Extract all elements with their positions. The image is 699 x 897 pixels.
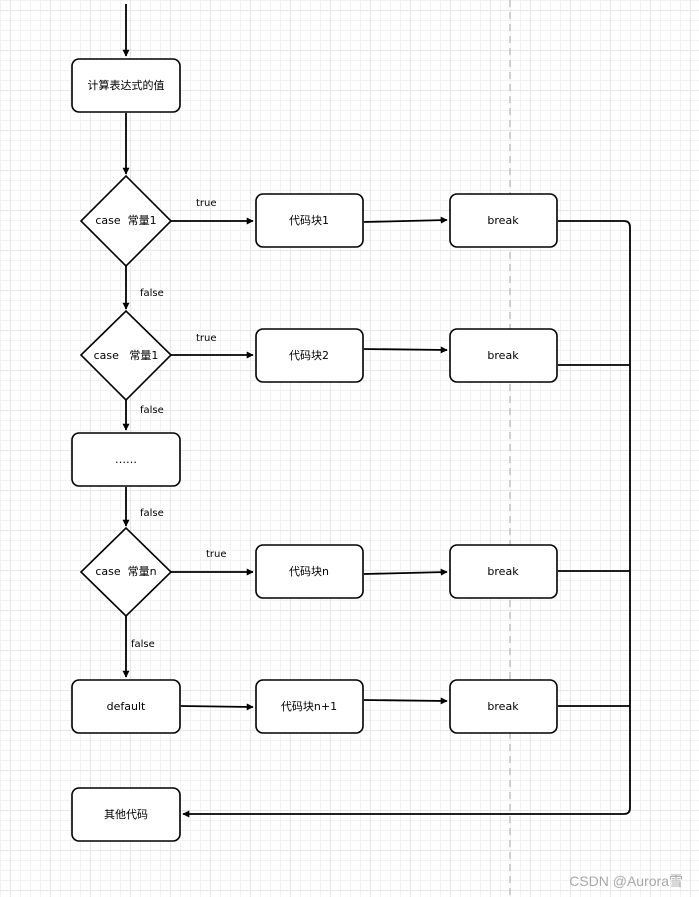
false-label-4: false (131, 639, 155, 650)
breakd-label: break (487, 700, 519, 713)
node-coden1: 代码块n+1 (255, 679, 364, 734)
true-label-1: true (196, 198, 217, 209)
code1-break-arrow (363, 216, 448, 224)
edges (122, 4, 631, 818)
default-arrow (180, 703, 254, 711)
breakn-label: break (487, 565, 519, 578)
node-break2: break (449, 328, 558, 383)
coden-label: 代码块n (289, 565, 329, 578)
false-label-2: false (140, 405, 164, 416)
node-casen: case 常量n (79, 526, 173, 618)
node-breakn: break (449, 544, 558, 599)
false-label-1: false (140, 288, 164, 299)
true-label-n: true (206, 549, 227, 560)
start-label: 计算表达式的值 (88, 78, 165, 92)
coden-box (255, 544, 364, 599)
coden-break-arrow (363, 568, 448, 576)
breakn-box (449, 544, 558, 599)
coden1-label: 代码块n+1 (281, 700, 337, 713)
true-label-2: true (196, 333, 217, 344)
node-default: default (71, 679, 181, 734)
code2-label: 代码块2 (289, 349, 329, 362)
break2-label: break (487, 349, 519, 362)
case1-label: case 常量1 (95, 214, 156, 227)
node-break1: break (449, 193, 558, 248)
edge-labels: true true true false false false false (131, 198, 227, 650)
other-label: 其他代码 (104, 808, 148, 821)
code2-box (255, 328, 364, 383)
false-label-3: false (140, 508, 164, 519)
node-start: 计算表达式的值 (71, 58, 181, 113)
break1-box (449, 193, 558, 248)
break1-label: break (487, 214, 519, 227)
breakd-box (449, 679, 558, 734)
start-box (71, 58, 181, 113)
node-other: 其他代码 (71, 787, 181, 842)
ellipsis-box (71, 432, 181, 487)
node-code2: 代码块2 (255, 328, 364, 383)
ellipsis-label: …… (115, 453, 137, 466)
case2-label: case 常量1 (94, 349, 159, 362)
code2-break-arrow (363, 346, 448, 354)
node-breakd: break (449, 679, 558, 734)
coden1-box (255, 679, 364, 734)
watermark: CSDN @Aurora雪 (569, 873, 683, 889)
node-case2: case 常量1 (79, 309, 173, 402)
code1-label: 代码块1 (289, 214, 329, 227)
code1-box (255, 193, 364, 248)
default-box (71, 679, 181, 734)
node-case1: case 常量1 (79, 174, 173, 268)
coden1-break-arrow (363, 697, 448, 705)
casen-label: case 常量n (95, 565, 156, 578)
default-label: default (107, 700, 146, 713)
node-coden: 代码块n (255, 544, 364, 599)
casen-diamond (79, 526, 173, 618)
break-to-other-arrow (182, 220, 631, 818)
break2-box (449, 328, 558, 383)
case2-diamond (79, 309, 173, 402)
other-box (71, 787, 181, 842)
node-code1: 代码块1 (255, 193, 364, 248)
node-ellipsis: …… (71, 432, 181, 487)
case1-diamond (79, 174, 173, 268)
